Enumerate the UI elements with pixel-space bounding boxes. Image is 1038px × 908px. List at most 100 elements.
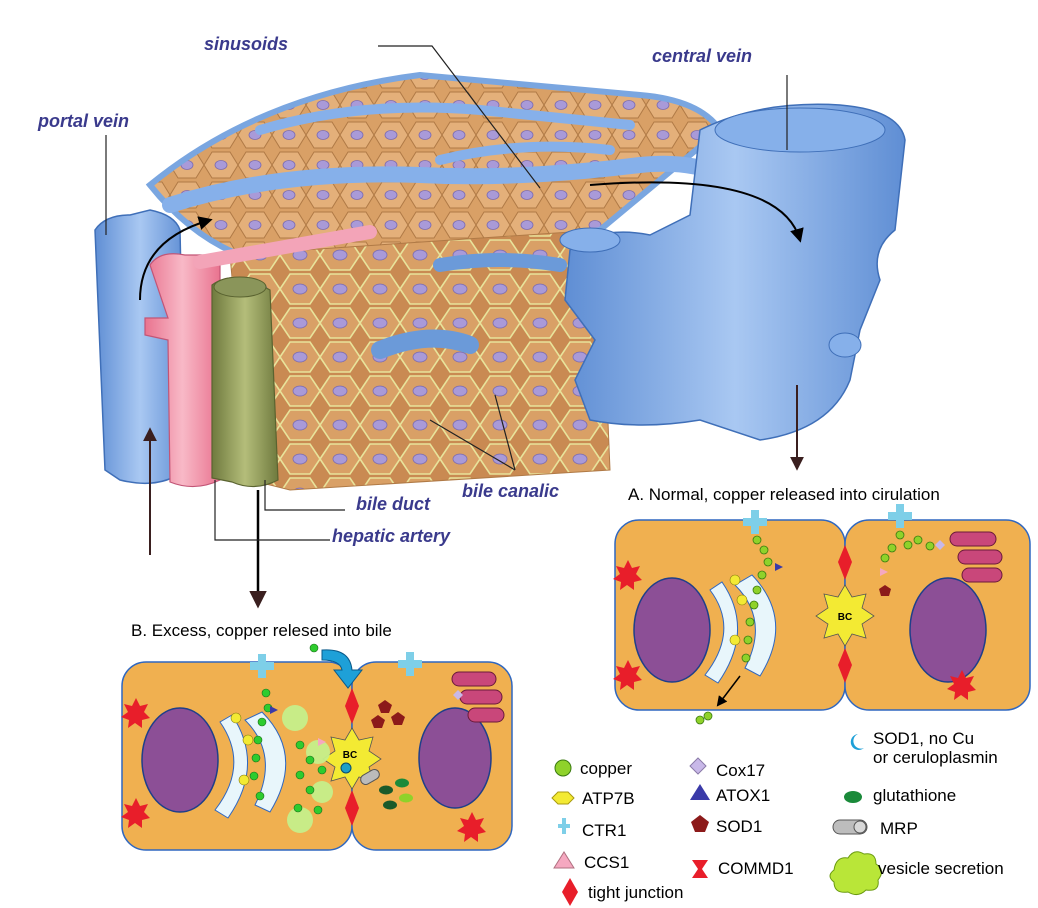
atp7b-markers	[230, 712, 254, 786]
lysosome-star	[947, 670, 976, 700]
nucleus	[418, 707, 492, 809]
panel-excess-title: B. Excess, copper relesed into bile	[131, 621, 392, 640]
cox17-marker	[935, 540, 945, 550]
legend-mrp-icon-cap	[853, 820, 867, 834]
legend-sod1-no-cu-icon	[850, 734, 864, 750]
tight-junction	[345, 790, 359, 826]
ctr1-transporter	[888, 504, 912, 528]
legend-atp7b-icon	[551, 791, 575, 805]
hepatic-artery	[144, 253, 221, 488]
legend-commd1-icon	[692, 860, 708, 878]
leader-line-hepatic-artery	[214, 480, 330, 541]
sinusoid-channel	[162, 155, 728, 213]
legend-copper-icon	[554, 759, 572, 777]
label-sinusoids: sinusoids	[204, 34, 288, 54]
bile-canaliculus-star	[815, 584, 875, 647]
vein-branch-opening	[559, 227, 621, 253]
sinusoid-channel	[433, 253, 567, 272]
label-hepatic-artery: hepatic artery	[332, 526, 451, 546]
golgi-apparatus	[704, 581, 739, 684]
golgi-apparatus	[244, 711, 287, 813]
legend-ccs1: CCS1	[584, 853, 629, 872]
atox1-marker	[270, 706, 278, 714]
central-flow-arrow	[589, 181, 804, 243]
legend-mrp: MRP	[880, 819, 918, 838]
bc-label: BC	[838, 612, 852, 623]
sinusoid-channel	[255, 102, 635, 135]
legend-ctr1-icon	[558, 818, 570, 834]
mitochondria	[451, 671, 505, 723]
tight-junction	[838, 545, 852, 580]
nucleus	[633, 577, 711, 683]
label-portal-vein: portal vein	[37, 111, 129, 131]
label-central-vein: central vein	[652, 46, 752, 66]
vein-branch-opening	[828, 332, 862, 358]
leader-line-sinusoids	[378, 45, 541, 189]
sinusoid-channel	[371, 329, 479, 359]
legend-atox1: ATOX1	[716, 786, 770, 805]
golgi-apparatus	[734, 574, 777, 677]
bile-efflux-arrow	[321, 649, 364, 689]
legend-glutathione: glutathione	[873, 786, 956, 805]
legend-sod1-no-cu-line2: or ceruloplasmin	[873, 748, 998, 767]
lysosome-star	[121, 698, 150, 728]
legend-ctr1: CTR1	[582, 821, 626, 840]
legend-tight-junction-icon	[562, 878, 578, 906]
cox17-marker	[453, 690, 463, 700]
bile-duct-opening	[213, 276, 267, 298]
secretion-vesicles	[282, 705, 333, 833]
legend-vesicle-secretion: vesicle secretion	[878, 859, 1004, 878]
legend-copper: copper	[580, 759, 632, 778]
label-bile-duct: bile duct	[356, 494, 431, 514]
sinusoid-channel	[435, 141, 615, 165]
legend-atox1-icon	[690, 784, 710, 800]
legend-ccs1-icon	[553, 851, 575, 869]
lysosome-star	[613, 660, 642, 690]
legend-sod1-icon	[691, 815, 709, 832]
legend-tight-junction: tight junction	[588, 883, 683, 902]
label-bile-canalic: bile canalic	[462, 481, 559, 501]
ctr1-transporter	[250, 654, 274, 678]
sod1-markers	[371, 700, 405, 728]
legend: copper ATP7B CTR1 CCS1 tight junction Co…	[551, 729, 1004, 906]
bc-label: BC	[343, 750, 357, 761]
ctr1-transporter	[743, 510, 767, 534]
legend-commd1: COMMD1	[718, 859, 794, 878]
atox1-marker	[775, 563, 783, 571]
panel-excess: B. Excess, copper relesed into bile BC	[121, 621, 513, 851]
hepatic-artery-branch	[193, 225, 377, 269]
copper-pathway	[695, 530, 935, 725]
ccs1-marker	[318, 738, 326, 746]
legend-sod1-no-cu-line1: SOD1, no Cu	[873, 729, 974, 748]
panel-normal: A. Normal, copper released into cirulati…	[613, 485, 1031, 725]
lysosome-star	[457, 812, 486, 842]
legend-vesicle-secretion-icon	[829, 851, 882, 896]
mitochondria	[949, 531, 1003, 583]
mrp-marker	[340, 762, 352, 774]
central-vein-opening	[714, 107, 886, 153]
ccs1-marker	[880, 568, 888, 576]
legend-cox17: Cox17	[716, 761, 765, 780]
portal-flow-arrow	[139, 216, 213, 301]
nucleus	[909, 577, 987, 683]
legend-glutathione-icon	[844, 791, 862, 803]
panel-normal-title: A. Normal, copper released into cirulati…	[628, 485, 940, 504]
bile-duct	[211, 277, 279, 488]
sod1-marker	[879, 585, 891, 596]
legend-cox17-icon	[689, 757, 707, 775]
leader-line-bile-duct	[264, 480, 345, 511]
lysosome-star	[121, 798, 150, 828]
central-vein	[564, 103, 906, 441]
mrp-transporter	[360, 769, 380, 785]
tight-junction	[838, 648, 852, 683]
legend-atp7b: ATP7B	[582, 789, 635, 808]
liver-lobule-illustration: sinusoids central vein portal vein bile …	[37, 34, 906, 609]
ctr1-transporter	[398, 652, 422, 676]
legend-sod1: SOD1	[716, 817, 762, 836]
glutathione-markers	[379, 778, 413, 810]
nucleus	[141, 707, 219, 813]
atp7b-markers	[729, 574, 748, 646]
leader-line-bile-canalic	[429, 394, 516, 471]
lysosome-star	[613, 560, 642, 590]
